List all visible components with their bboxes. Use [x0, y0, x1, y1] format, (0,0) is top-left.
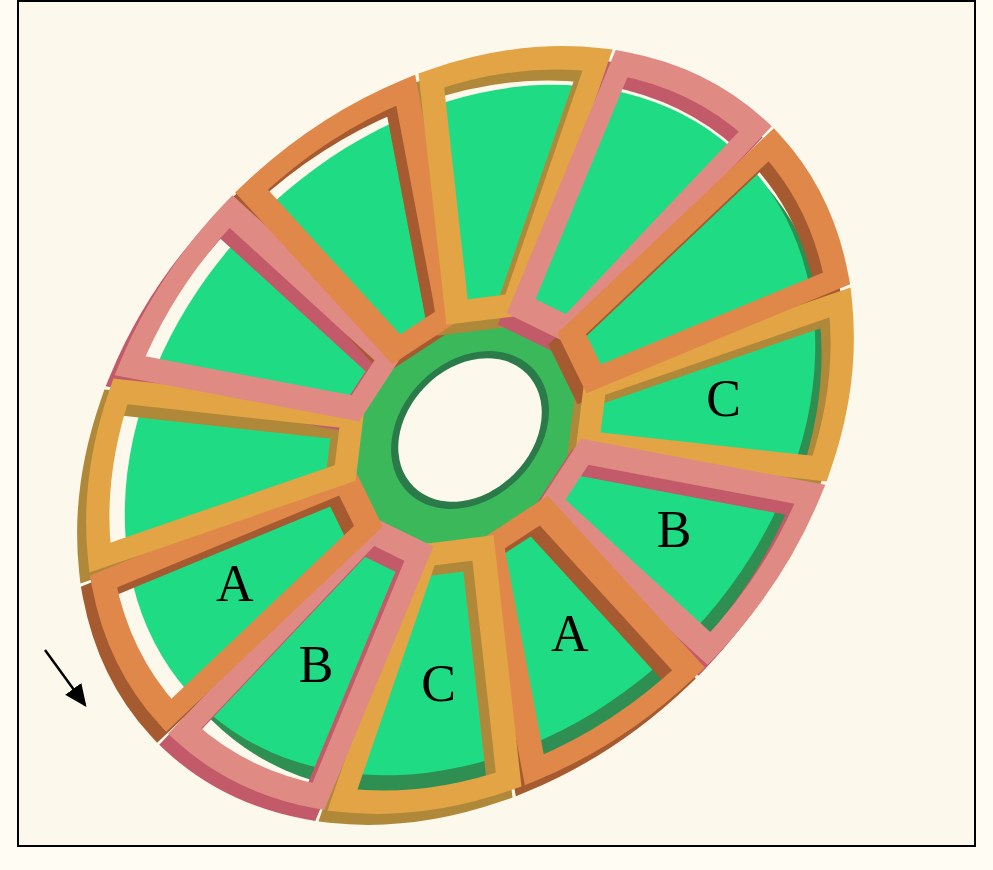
phase-label: C	[421, 658, 456, 710]
phase-label: A	[216, 558, 254, 610]
motion-arrow	[45, 650, 85, 705]
phase-label: B	[657, 504, 692, 556]
phase-label: B	[299, 639, 334, 691]
phase-label: C	[706, 373, 741, 425]
phase-label: A	[551, 608, 589, 660]
